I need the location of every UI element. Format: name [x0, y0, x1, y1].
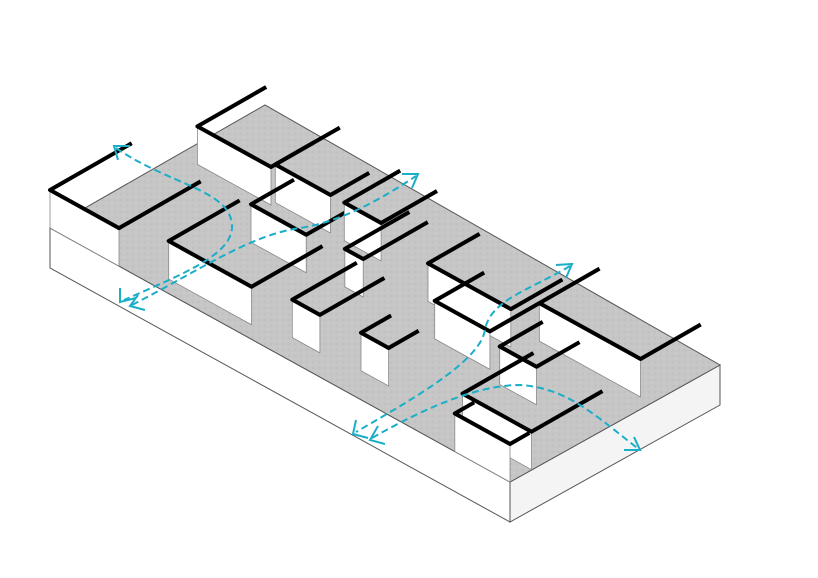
circulation-arrow-head [128, 294, 146, 311]
circulation-arrow [371, 383, 641, 451]
wall-top [432, 270, 541, 334]
circulation-arrow-head [368, 425, 386, 445]
wall-top [497, 320, 581, 369]
arrow-heads [112, 145, 642, 451]
circulation-arrows [115, 147, 641, 451]
wall-top [342, 168, 438, 225]
rooms [48, 85, 702, 483]
circulation-arrow [131, 175, 417, 306]
wall-top [359, 313, 420, 350]
wall-top [452, 400, 531, 446]
wall-top [460, 351, 604, 434]
wall-top [273, 140, 371, 198]
circulation-arrow [115, 147, 234, 301]
wall-top [537, 266, 702, 361]
floor-slab [48, 104, 722, 483]
circulation-arrow-head [351, 419, 369, 439]
circulation-arrow-head [555, 262, 574, 279]
wall-top [48, 141, 202, 231]
wall-top [426, 232, 564, 312]
circulation-arrow-head [402, 173, 420, 189]
wall-top [290, 260, 386, 317]
wall-top [342, 210, 429, 262]
circulation-arrow-head [112, 145, 130, 161]
circulation-arrow-head [119, 288, 137, 304]
circulation-arrow-head [624, 436, 642, 451]
building-shell [48, 104, 722, 523]
circulation-arrow [355, 265, 571, 433]
wall-top [166, 198, 324, 289]
